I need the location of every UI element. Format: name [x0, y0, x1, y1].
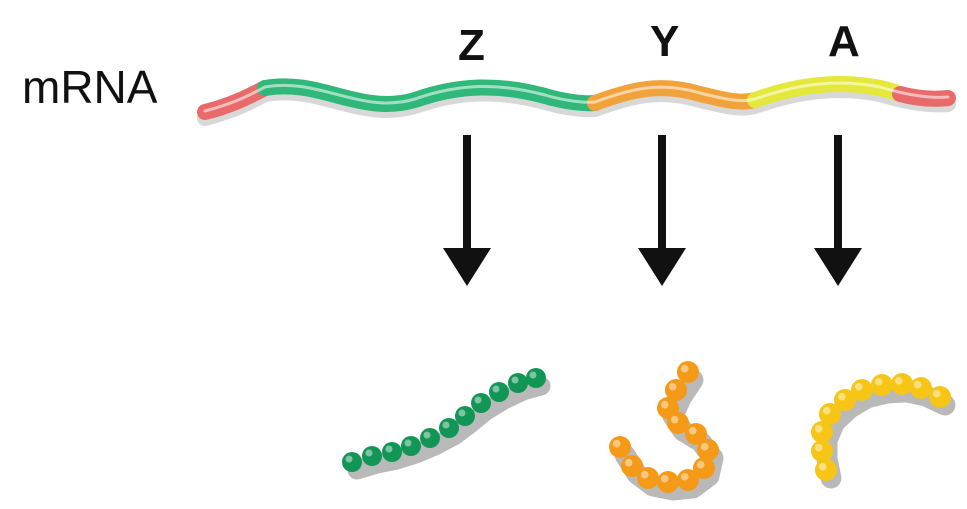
- protein-y-bead-highlight: [670, 415, 679, 424]
- protein-a-bead: [834, 389, 856, 411]
- arrow-a-icon: [814, 135, 862, 286]
- protein-y-bead: [621, 455, 643, 477]
- arrow-y-icon: [638, 135, 686, 286]
- protein-z-bead-highlight: [404, 439, 412, 447]
- protein-a-bead-highlight: [932, 389, 941, 398]
- protein-y-bead: [665, 379, 687, 401]
- protein-y-bead-highlight: [612, 439, 621, 448]
- protein-a-bead-highlight: [814, 424, 823, 433]
- protein-a-bead: [815, 459, 837, 481]
- protein-z-bead: [489, 382, 509, 402]
- mrna-label: mRNA: [22, 61, 158, 113]
- gene-y-label: Y: [650, 17, 679, 66]
- protein-a-bead-highlight: [822, 406, 831, 415]
- protein-z-bead: [382, 442, 402, 462]
- protein-a-bead: [871, 374, 893, 396]
- protein-z-bead-highlight: [511, 376, 519, 384]
- gene-a-label: A: [828, 17, 860, 66]
- protein-y: [609, 361, 724, 501]
- protein-y-bead-highlight: [640, 470, 649, 479]
- protein-y-bead: [685, 423, 707, 445]
- gene-z-label: Z: [458, 21, 485, 70]
- protein-z-bead-highlight: [458, 409, 466, 417]
- protein-y-bead-highlight: [700, 442, 709, 451]
- protein-y-bead-highlight: [680, 472, 689, 481]
- protein-z-bead-highlight: [474, 396, 482, 404]
- protein-y-bead: [637, 467, 659, 489]
- protein-y-bead: [609, 436, 631, 458]
- protein-z-bead: [420, 428, 440, 448]
- protein-z-bead-highlight: [365, 449, 373, 457]
- protein-y-bead: [657, 471, 679, 493]
- protein-a-bead: [819, 403, 841, 425]
- protein-y-bead: [677, 361, 699, 383]
- protein-y-bead-highlight: [688, 426, 697, 435]
- mrna-strand: [197, 76, 956, 126]
- protein-a-bead: [891, 373, 913, 395]
- protein-y-bead: [667, 412, 689, 434]
- protein-z-bead-highlight: [492, 385, 500, 393]
- protein-y-bead: [697, 439, 719, 461]
- protein-z-bead: [471, 393, 491, 413]
- protein-a-bead-highlight: [913, 380, 922, 389]
- protein-y-bead-highlight: [668, 382, 677, 391]
- protein-a-bead: [811, 440, 833, 462]
- protein-y-bead-highlight: [660, 474, 669, 483]
- protein-z-bead: [362, 446, 382, 466]
- protein-a-bead-highlight: [894, 376, 903, 385]
- arrow-z-icon: [443, 135, 491, 286]
- protein-a-bead: [910, 377, 932, 399]
- protein-y-bead: [693, 457, 715, 479]
- protein-a: [811, 373, 956, 489]
- protein-a-bead-highlight: [814, 443, 823, 452]
- protein-z-bead: [455, 406, 475, 426]
- protein-y-bead-highlight: [696, 460, 705, 469]
- protein-z-bead: [401, 436, 421, 456]
- protein-a-bead-highlight: [837, 392, 846, 401]
- protein-y-bead-highlight: [624, 458, 633, 467]
- protein-a-bead: [851, 379, 873, 401]
- protein-a-bead-highlight: [854, 382, 863, 391]
- protein-z-bead: [342, 452, 362, 472]
- protein-z-bead-highlight: [423, 431, 431, 439]
- protein-y-bead-highlight: [680, 364, 689, 373]
- protein-a-bead: [929, 386, 951, 408]
- protein-a-bead-highlight: [874, 377, 883, 386]
- protein-y-bead: [677, 469, 699, 491]
- protein-z-bead-highlight: [345, 455, 353, 463]
- protein-z: [342, 368, 551, 480]
- protein-z-bead: [508, 373, 528, 393]
- protein-y-bead-highlight: [660, 400, 669, 409]
- protein-z-bead-highlight: [385, 445, 393, 453]
- protein-z-bead-highlight: [529, 371, 537, 379]
- protein-a-bead-highlight: [818, 462, 827, 471]
- protein-z-bead: [439, 418, 459, 438]
- protein-a-bead: [811, 421, 833, 443]
- protein-z-bead: [526, 368, 546, 388]
- protein-z-bead-highlight: [442, 421, 450, 429]
